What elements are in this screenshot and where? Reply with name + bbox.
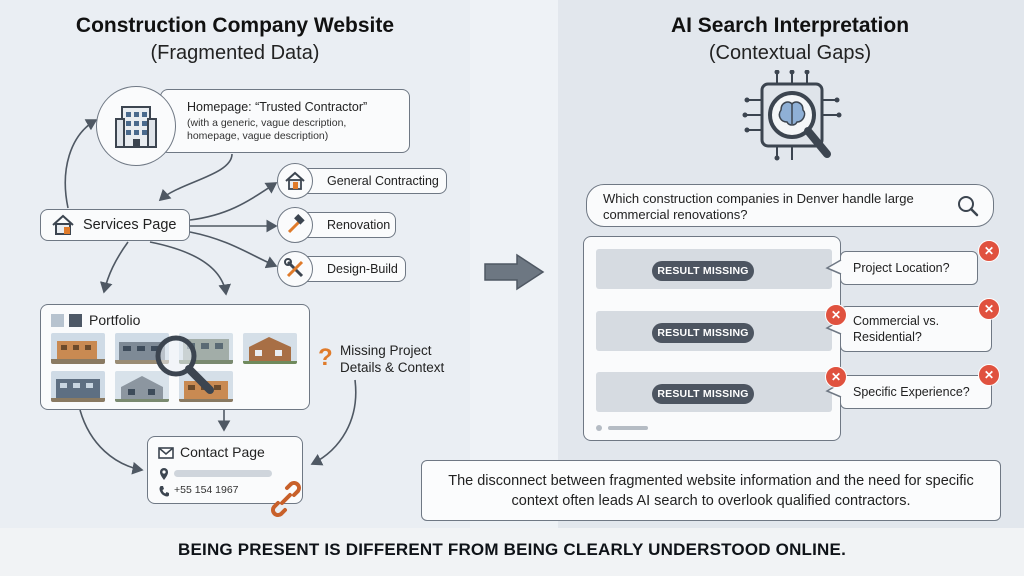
homepage-box[interactable]: Homepage: “Trusted Contractor” (with a g… xyxy=(160,89,410,153)
missing-note-line2: Details & Context xyxy=(340,360,445,375)
service-label: Renovation xyxy=(327,218,391,232)
bubble-pointers xyxy=(825,259,842,398)
hammer-icon xyxy=(277,207,313,243)
house-tools-icon xyxy=(277,163,313,199)
contact-page-box[interactable]: Contact Page +55 154 1967 xyxy=(147,436,303,504)
flow-arrow-icon xyxy=(484,253,545,291)
portfolio-photo[interactable] xyxy=(243,333,297,364)
result-missing-badge: RESULT MISSING xyxy=(652,261,754,281)
result-footer-bar xyxy=(608,426,648,430)
explanation-text: The disconnect between fragmented websit… xyxy=(448,472,974,509)
right-title: AI Search Interpretation xyxy=(670,14,910,37)
service-label: General Contracting xyxy=(327,174,439,188)
office-building-icon xyxy=(115,106,157,148)
result-missing-badge: RESULT MISSING xyxy=(652,323,754,343)
location-pin-icon xyxy=(160,468,168,480)
service-label: Design-Build xyxy=(327,262,398,276)
house-icon xyxy=(52,214,74,235)
service-general-contracting[interactable]: General Contracting xyxy=(290,168,447,194)
gap-text-line1: Project Location? xyxy=(853,261,950,275)
broken-link-icon xyxy=(271,481,301,517)
search-query-text: Which construction companies in Denver h… xyxy=(603,191,914,222)
wrench-screwdriver-icon xyxy=(277,251,313,287)
search-query-box[interactable]: Which construction companies in Denver h… xyxy=(586,184,994,227)
left-heading: Construction Company Website (Fragmented… xyxy=(20,14,450,65)
phone-number: +55 154 1967 xyxy=(174,484,239,496)
left-title: Construction Company Website xyxy=(75,14,395,37)
bottom-strip xyxy=(0,528,1024,576)
missing-note-line1: Missing Project xyxy=(340,343,432,358)
error-x-icon: ✕ xyxy=(978,364,1000,386)
portfolio-photo[interactable] xyxy=(51,371,105,402)
gap-text-line1: Specific Experience? xyxy=(853,385,970,399)
result-missing-badge: RESULT MISSING xyxy=(652,384,754,404)
portfolio-square-dark xyxy=(69,314,82,327)
result-footer-dot xyxy=(596,425,602,431)
address-placeholder-bar xyxy=(174,470,272,477)
contact-page-label: Contact Page xyxy=(180,444,265,460)
error-x-icon: ✕ xyxy=(978,298,1000,320)
magnifier-icon xyxy=(155,335,214,394)
services-page-label: Services Page xyxy=(83,217,177,233)
portfolio-photo[interactable] xyxy=(51,333,105,364)
portfolio-square-light xyxy=(51,314,64,327)
homepage-description: (with a generic, vague description, home… xyxy=(187,117,347,142)
portfolio-photo[interactable] xyxy=(179,371,233,402)
services-page-box[interactable]: Services Page xyxy=(40,209,190,241)
portfolio-photo[interactable] xyxy=(179,333,233,364)
right-heading: AI Search Interpretation (Contextual Gap… xyxy=(580,14,1000,65)
error-x-icon: ✕ xyxy=(978,240,1000,262)
gap-text-line1: Commercial vs. xyxy=(853,314,940,328)
missing-details-note: Missing Project Details & Context xyxy=(340,342,444,376)
envelope-icon xyxy=(158,447,174,459)
homepage-title: Homepage: “Trusted Contractor” xyxy=(187,100,368,114)
gap-bubble-experience: Specific Experience? xyxy=(840,375,992,409)
question-mark-icon: ? xyxy=(318,344,333,371)
connector-arrows xyxy=(64,119,357,475)
right-subtitle: (Contextual Gaps) xyxy=(708,42,872,64)
search-icon[interactable] xyxy=(957,195,979,217)
tagline: BEING PRESENT IS DIFFERENT FROM BEING CL… xyxy=(178,540,846,559)
error-x-icon: ✕ xyxy=(825,366,847,388)
phone-icon xyxy=(159,486,169,497)
portfolio-photo[interactable] xyxy=(115,371,169,402)
homepage-building-circle xyxy=(96,86,176,166)
left-subtitle: (Fragmented Data) xyxy=(150,42,320,64)
explanation-box: The disconnect between fragmented websit… xyxy=(421,460,1001,521)
gap-bubble-location: Project Location? xyxy=(840,251,978,285)
gap-text-line2: Residential? xyxy=(853,330,922,344)
ai-brain-chip-icon xyxy=(742,70,842,161)
gap-bubble-commercial: Commercial vs. Residential? xyxy=(840,306,992,352)
portfolio-label: Portfolio xyxy=(89,312,141,328)
error-x-icon: ✕ xyxy=(825,304,847,326)
